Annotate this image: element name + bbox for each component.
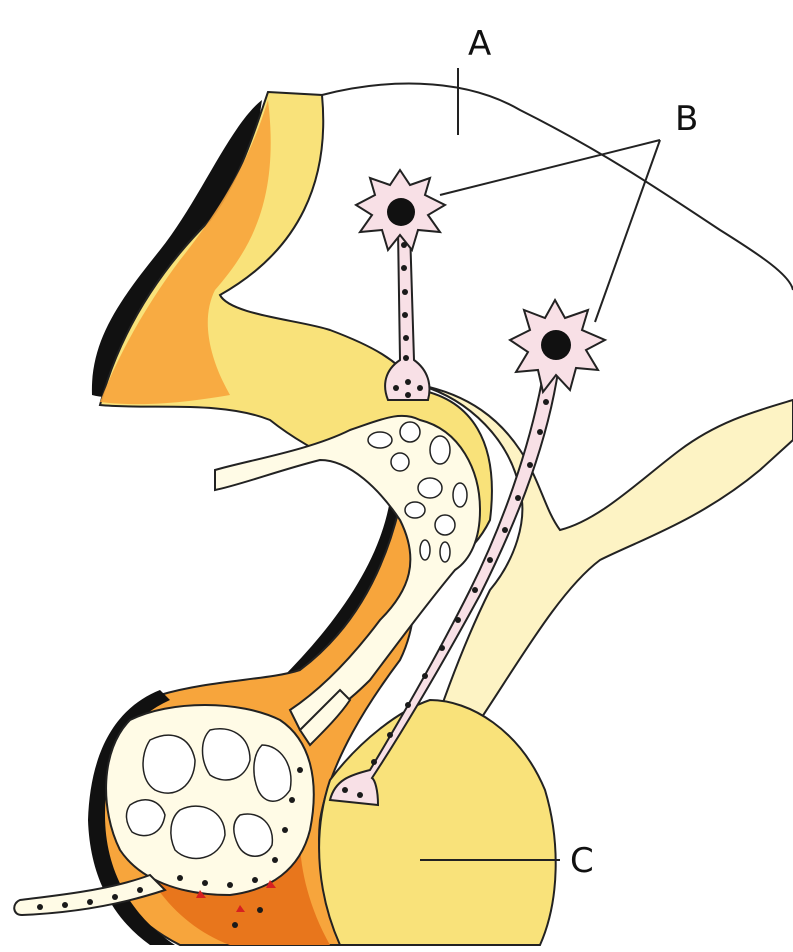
label-c: C bbox=[570, 841, 594, 881]
posterior-lobe bbox=[319, 700, 556, 945]
neuron-1-nucleus bbox=[387, 198, 415, 226]
leader-line-b1 bbox=[440, 140, 660, 195]
neuron-2-nucleus bbox=[541, 330, 571, 360]
label-b: B bbox=[675, 99, 698, 139]
label-a: A bbox=[468, 24, 491, 64]
leader-line-b2 bbox=[595, 140, 660, 322]
